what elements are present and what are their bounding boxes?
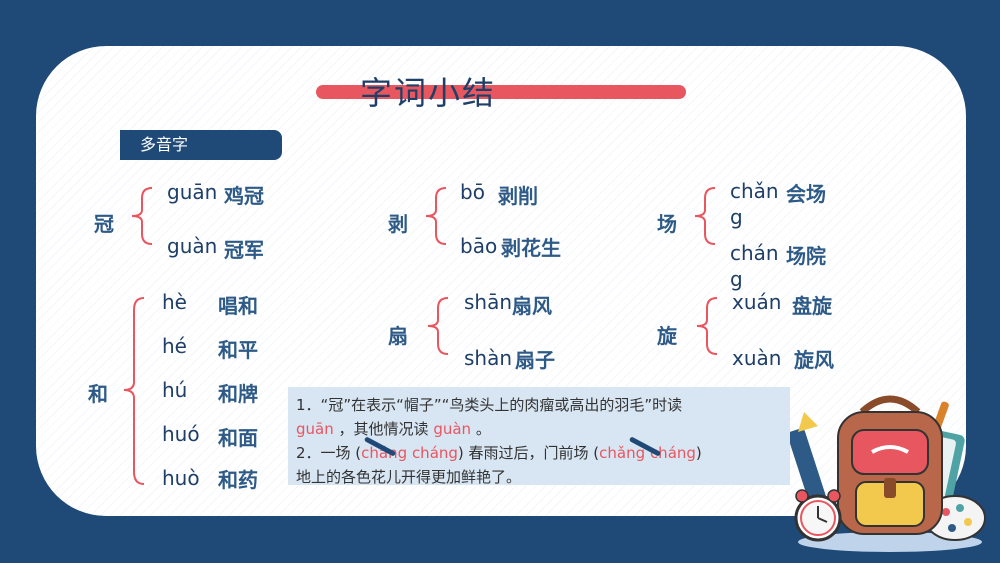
group-char: 冠 xyxy=(94,212,114,236)
pinyin: huó xyxy=(162,422,200,446)
pinyin: hé xyxy=(162,334,187,358)
content-card xyxy=(36,46,966,516)
example-word: 和药 xyxy=(218,468,258,492)
school-backpack-illustration-icon xyxy=(790,395,986,552)
example-word: 剥削 xyxy=(498,184,538,208)
exercise-note-box: 1．“冠”在表示“帽子”“鸟类头上的肉瘤或高出的羽毛”时读 guān ，其他情况… xyxy=(288,387,790,486)
example-word: 和牌 xyxy=(218,382,258,406)
section-tag: 多音字 xyxy=(120,130,282,160)
pinyin: chǎn g xyxy=(730,179,779,229)
answer-guan4: guàn xyxy=(433,420,472,438)
example-word: 旋风 xyxy=(794,348,834,372)
page-title: 字词小结 xyxy=(360,74,497,112)
example-word: 盘旋 xyxy=(792,294,832,318)
note-line-3: 地上的各色花儿开得更加鲜艳了。 xyxy=(296,468,522,486)
pinyin: bō xyxy=(460,180,485,204)
example-word: 和平 xyxy=(218,338,258,362)
brace xyxy=(425,187,447,245)
brace xyxy=(131,187,153,245)
group-char: 扇 xyxy=(388,324,408,348)
pinyin: guàn xyxy=(167,234,218,258)
example-word: 扇风 xyxy=(512,294,552,318)
pinyin: huò xyxy=(162,466,200,490)
example-word: 和面 xyxy=(218,426,258,450)
note-line-2: 2．一场 (chǎng cháng) 春雨过后，门前场 (chǎng cháng… xyxy=(296,436,782,465)
example-word: 会场 xyxy=(786,182,826,206)
option-struck: chǎng xyxy=(361,436,407,465)
pinyin: shān xyxy=(464,290,513,314)
pinyin: xuán xyxy=(732,290,782,314)
group-char: 旋 xyxy=(657,324,677,348)
group-char: 和 xyxy=(88,382,108,406)
brace xyxy=(123,297,145,485)
pinyin: shàn xyxy=(464,346,513,370)
example-word: 剥花生 xyxy=(501,236,561,260)
pinyin: chán g xyxy=(730,241,779,291)
title-underline xyxy=(316,85,686,99)
brace xyxy=(694,187,716,245)
brace xyxy=(427,297,449,355)
pinyin: hè xyxy=(162,290,187,314)
pinyin: xuàn xyxy=(732,346,782,370)
option-struck: cháng xyxy=(628,436,696,465)
pinyin: hú xyxy=(162,378,188,402)
note-line-1: 1．“冠”在表示“帽子”“鸟类头上的肉瘤或高出的羽毛”时读 guān ，其他情况… xyxy=(296,396,683,438)
pinyin: bāo xyxy=(460,234,498,258)
option-correct: cháng xyxy=(411,444,458,462)
example-word: 场院 xyxy=(786,244,826,268)
group-char: 剥 xyxy=(388,212,408,236)
example-word: 冠军 xyxy=(224,238,264,262)
example-word: 扇子 xyxy=(515,348,555,372)
example-word: 鸡冠 xyxy=(224,184,264,208)
answer-guan1: guān xyxy=(296,420,334,438)
pinyin: guān xyxy=(167,180,218,204)
brace xyxy=(696,297,718,355)
option-correct: chǎng xyxy=(599,444,646,462)
example-word: 唱和 xyxy=(218,294,258,318)
group-char: 场 xyxy=(657,212,677,236)
